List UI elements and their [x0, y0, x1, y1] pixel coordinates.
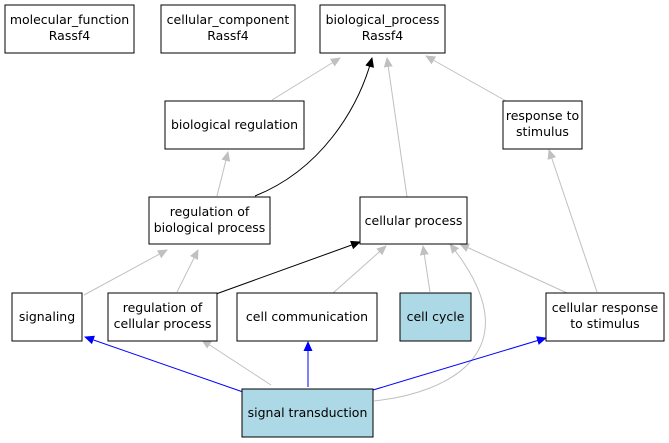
node-cell-cycle[interactable]: cell cycle [399, 292, 472, 342]
edge-signal-transduction-to-cellular-process [373, 243, 486, 402]
edge-cellular-response-to-stimulus-to-cellular-process [459, 243, 568, 294]
svg-text:biological regulation: biological regulation [171, 117, 298, 132]
edge-signal-transduction-to-cellular-response-to-stimulus [372, 336, 547, 391]
edge-cellular-response-to-stimulus-to-response-to-stimulus [547, 149, 598, 293]
edge-layer [83, 55, 598, 402]
node-cellular-process[interactable]: cellular process [359, 196, 468, 245]
edge-regulation-of-biological-process-to-biological-process [254, 57, 375, 197]
node-biological-regulation[interactable]: biological regulation [164, 100, 305, 150]
svg-text:cellular process: cellular process [365, 213, 463, 228]
svg-text:cell communication: cell communication [246, 309, 368, 324]
node-signal-transduction[interactable]: signal transduction [241, 388, 374, 438]
edge-biological-regulation-to-biological-process [271, 57, 341, 101]
svg-text:signaling: signaling [19, 309, 75, 324]
edge-cell-communication-to-cellular-process [332, 245, 387, 294]
edge-signal-transduction-to-signaling [84, 335, 244, 393]
svg-text:cell cycle: cell cycle [407, 309, 465, 324]
edge-cellular-process-to-biological-process [383, 57, 408, 198]
edge-response-to-stimulus-to-biological-process [425, 55, 507, 102]
edge-regulation-of-cellular-process-to-cellular-process [215, 240, 361, 295]
node-signaling[interactable]: signaling [11, 292, 83, 342]
edge-regulation-of-biological-process-to-biological-regulation [216, 151, 231, 197]
svg-text:signal transduction: signal transduction [248, 405, 368, 420]
node-cell-communication[interactable]: cell communication [236, 292, 378, 342]
edge-regulation-of-cellular-process-to-regulation-of-biological-process [176, 249, 199, 293]
edge-cell-cycle-to-cellular-process [419, 245, 431, 293]
edge-signal-transduction-to-regulation-of-cellular-process [201, 339, 272, 386]
edge-signaling-to-regulation-of-biological-process [83, 249, 168, 296]
